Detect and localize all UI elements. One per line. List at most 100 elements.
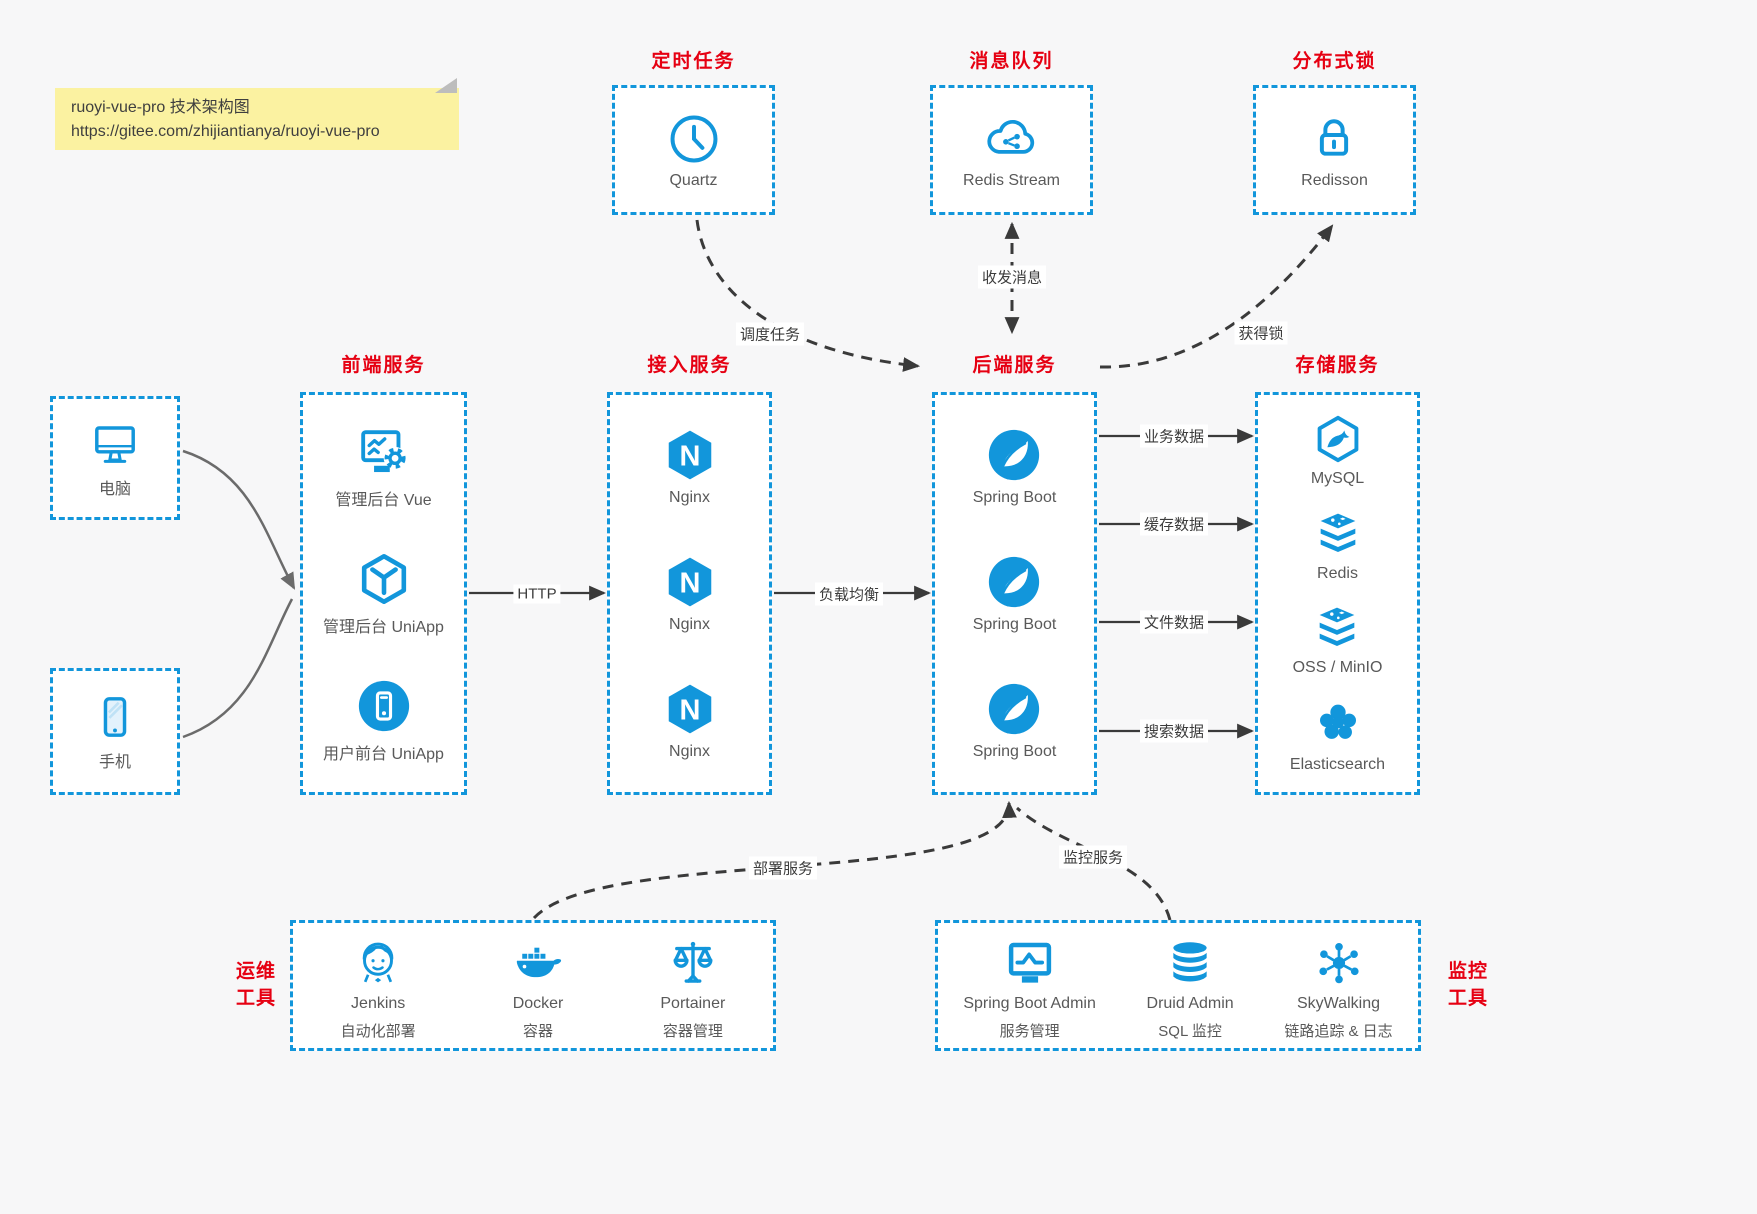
desktop-icon — [95, 425, 135, 463]
label-nginx-1: Nginx — [669, 489, 710, 506]
node-docker: Docker 容器 — [511, 936, 565, 1041]
label-skywalking: SkyWalking — [1297, 995, 1380, 1012]
label-portainer: Portainer — [660, 995, 726, 1012]
lock-icon — [1320, 118, 1349, 156]
label-springboot-3: Spring Boot — [972, 743, 1057, 760]
title-storage: 存储服务 — [1295, 355, 1380, 376]
box-redis-stream: Redis Stream — [930, 85, 1093, 215]
desc-jenkins: 自动化部署 — [340, 1023, 416, 1040]
uniapp-cube-icon — [361, 553, 406, 605]
node-nginx-3: N Nginx — [661, 680, 719, 761]
node-user-uniapp: 用户前台 UniApp — [323, 677, 444, 764]
node-redis-stream: Redis Stream — [963, 111, 1060, 190]
edge-label-schedule: 调度任务 — [735, 322, 805, 346]
label-admin-vue: 管理后台 Vue — [335, 492, 432, 509]
edge-label-http: HTTP — [513, 584, 561, 604]
edge-label-load-balance: 负载均衡 — [814, 582, 884, 606]
node-pc: 电脑 — [89, 418, 141, 499]
node-nginx-1: N Nginx — [661, 426, 719, 507]
docker-icon — [516, 947, 562, 978]
mysql-icon — [1317, 415, 1358, 463]
spring-boot-admin-icon — [1008, 942, 1051, 983]
desc-portainer: 容器管理 — [662, 1023, 723, 1040]
desc-druid-admin: SQL 监控 — [1158, 1023, 1222, 1040]
label-jenkins: Jenkins — [351, 995, 406, 1012]
note-title: ruoyi-vue-pro 技术架构图 — [71, 99, 250, 116]
elasticsearch-icon — [1319, 704, 1356, 739]
node-oss-minio: OSS / MinIO — [1293, 602, 1382, 677]
label-redisson: Redisson — [1301, 171, 1368, 189]
label-mysql: MySQL — [1310, 469, 1365, 487]
node-portainer: Portainer 容器管理 — [660, 936, 725, 1041]
nginx-icon: N — [668, 557, 711, 607]
edge-label-deploy: 部署服务 — [748, 856, 818, 880]
edge-label-cache-data: 缓存数据 — [1139, 512, 1209, 536]
clock-icon — [670, 115, 717, 162]
title-backend: 后端服务 — [972, 355, 1057, 376]
svg-text:N: N — [679, 694, 700, 726]
edge-label-file-data: 文件数据 — [1139, 610, 1209, 634]
box-redisson: Redisson — [1253, 85, 1416, 215]
label-user-uniapp: 用户前台 UniApp — [323, 746, 444, 763]
cloud-mq-icon — [987, 119, 1035, 154]
nginx-icon: N — [668, 430, 711, 480]
node-admin-uniapp: 管理后台 UniApp — [323, 550, 444, 637]
title-gateway: 接入服务 — [647, 355, 732, 376]
spring-icon — [989, 556, 1040, 608]
edge-label-business-data: 业务数据 — [1139, 424, 1209, 448]
node-redisson: Redisson — [1301, 111, 1368, 190]
mobile-icon — [103, 697, 127, 737]
label-redis-stream: Redis Stream — [963, 171, 1060, 189]
label-docker: Docker — [512, 995, 564, 1012]
edge-label-message: 收发消息 — [977, 265, 1047, 289]
spring-icon — [989, 683, 1040, 735]
oss-stack-icon — [1320, 608, 1355, 647]
redis-stack-icon — [1320, 513, 1355, 552]
label-nginx-2: Nginx — [669, 616, 710, 633]
edge-pc-to-frontend — [182, 449, 296, 590]
node-mobile: 手机 — [89, 691, 141, 772]
label-springboot-2: Spring Boot — [972, 616, 1057, 633]
edge-label-monitor: 监控服务 — [1058, 845, 1128, 869]
skywalking-icon — [1318, 942, 1359, 984]
admin-vue-icon — [361, 430, 407, 473]
node-admin-vue: 管理后台 Vue — [335, 423, 432, 510]
label-nginx-3: Nginx — [669, 743, 710, 760]
desc-docker: 容器 — [523, 1023, 554, 1040]
title-frontend: 前端服务 — [341, 355, 426, 376]
box-storage: MySQL Redis — [1255, 392, 1420, 795]
box-ops-tools: Jenkins 自动化部署 Docker 容器 — [290, 920, 776, 1051]
box-mobile-client: 手机 — [50, 668, 180, 795]
label-mobile: 手机 — [98, 754, 131, 771]
svg-text:N: N — [679, 440, 700, 472]
node-quartz: Quartz — [666, 111, 722, 190]
note-url: https://gitee.com/zhijiantianya/ruoyi-vu… — [71, 123, 380, 140]
node-elasticsearch: Elasticsearch — [1290, 697, 1385, 774]
node-springboot-1: Spring Boot — [972, 426, 1057, 507]
label-spring-boot-admin: Spring Boot Admin — [963, 995, 1096, 1012]
label-springboot-1: Spring Boot — [972, 489, 1057, 506]
title-message-queue: 消息队列 — [969, 51, 1054, 72]
label-elasticsearch: Elasticsearch — [1289, 756, 1386, 774]
spring-icon — [989, 429, 1040, 481]
node-jenkins: Jenkins 自动化部署 — [341, 936, 416, 1041]
edge-mobile-to-frontend — [182, 598, 294, 739]
svg-text:N: N — [679, 567, 700, 599]
note-fold-corner — [435, 78, 457, 93]
title-scheduled-tasks: 定时任务 — [651, 51, 736, 72]
portainer-icon — [673, 941, 713, 983]
desc-spring-boot-admin: 服务管理 — [999, 1023, 1060, 1040]
node-mysql: MySQL — [1311, 413, 1364, 488]
node-druid-admin: Druid Admin SQL 监控 — [1147, 936, 1234, 1041]
label-quartz: Quartz — [669, 171, 718, 189]
jenkins-icon — [362, 942, 394, 983]
node-skywalking: SkyWalking 链路追踪 & 日志 — [1284, 936, 1393, 1041]
user-app-icon — [358, 680, 409, 732]
edge-lock — [1099, 224, 1334, 369]
label-redis: Redis — [1317, 564, 1358, 582]
node-redis: Redis — [1312, 508, 1364, 583]
title-distributed-lock: 分布式锁 — [1292, 51, 1377, 72]
desc-skywalking: 链路追踪 & 日志 — [1284, 1023, 1393, 1040]
